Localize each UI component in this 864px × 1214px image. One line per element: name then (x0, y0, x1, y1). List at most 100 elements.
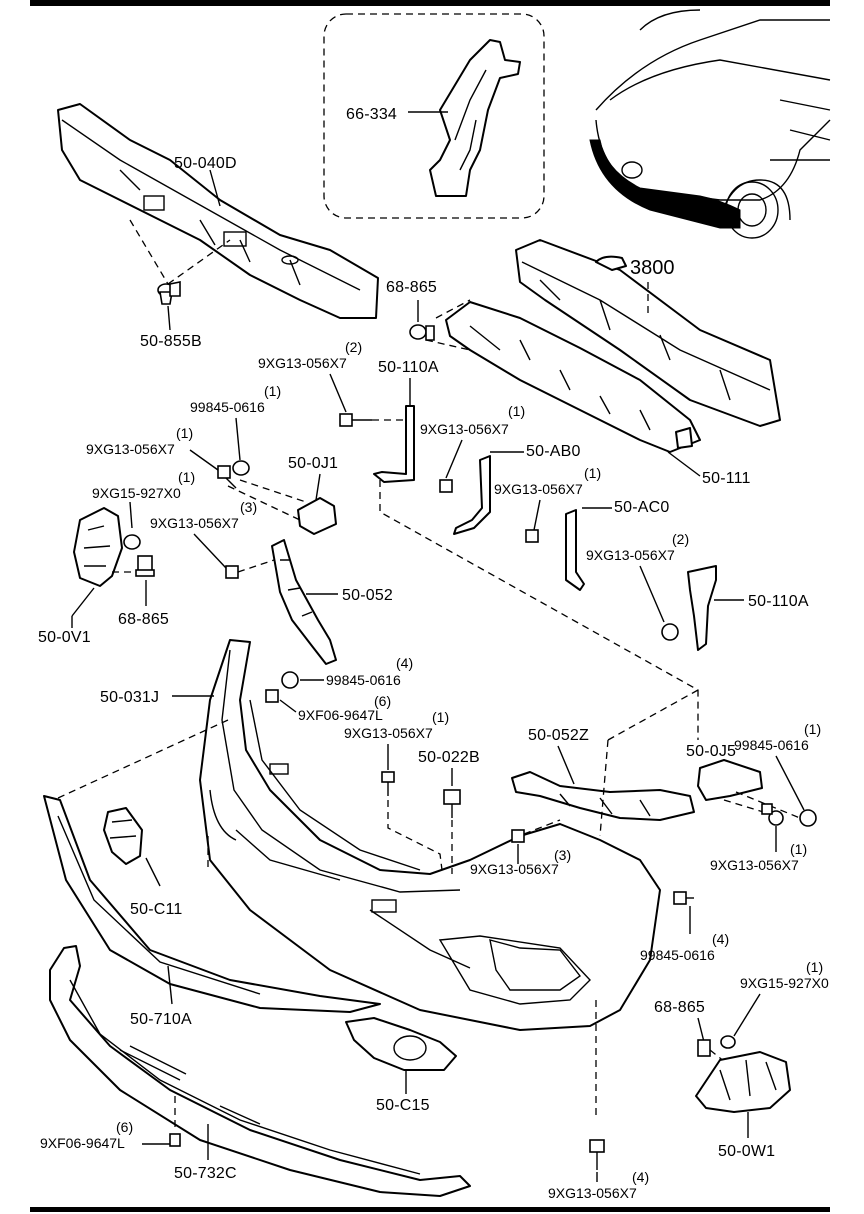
nut-99845-b: (4) 99845-0616 (281, 655, 413, 689)
qty-9XG13-e: (1) (584, 465, 601, 481)
bolt-9XG13-e: (1) 9XG13-056X7 (494, 465, 601, 543)
qty-9XG13-a: (2) (345, 339, 362, 355)
label-9XG13-c: 9XG13-056X7 (150, 515, 239, 531)
label-9XG13-j: 9XG13-056X7 (548, 1185, 637, 1201)
qty-9XG13-h: (1) (790, 841, 807, 857)
qty-9XG13-f: (2) (672, 531, 689, 547)
clip-68-865-right: 68-865 (654, 999, 731, 1067)
bolt-9XG13-a: (2) 9XG13-056X7 (258, 339, 410, 427)
label-3800: 3800 (630, 257, 675, 279)
label-50-040D: 50-040D (174, 155, 237, 172)
label-68-865-top: 68-865 (386, 279, 437, 296)
bracket-50-AC0: 50-AC0 (565, 499, 669, 591)
clip-9XG15-b: (1) 9XG15-927X0 (720, 959, 829, 1049)
qty-9XG13-g: (1) (432, 709, 449, 725)
label-50-022B: 50-022B (418, 749, 480, 766)
label-50-052: 50-052 (342, 587, 393, 604)
qty-99845-d: (4) (712, 931, 729, 947)
label-9XF06-b: 9XF06-9647L (40, 1135, 125, 1151)
bolt-9XG13-f: (2) 9XG13-056X7 (586, 531, 689, 641)
qty-9XF06-a: (6) (374, 693, 391, 709)
bracket-50-052Z: 50-052Z (511, 727, 695, 821)
bracket-50-052: 50-052 (271, 539, 393, 665)
qty-9XF06-b: (6) (116, 1119, 133, 1135)
qty-9XG15-a: (1) (178, 469, 195, 485)
bolt-9XG13-c: (3) 9XG13-056X7 (150, 499, 275, 579)
bolt-9XG13-d: (1) 9XG13-056X7 (420, 403, 525, 493)
bracket-50-C11: 50-C11 (103, 807, 182, 918)
bolt-9XG13-b: (1) 9XG13-056X7 (86, 425, 237, 489)
spoiler-50-732C: 50-732C (49, 945, 471, 1197)
bolt-9XG13-j: (4) 9XG13-056X7 (548, 1139, 649, 1201)
label-9XF06-a: 9XF06-9647L (298, 707, 383, 723)
label-99845-c: 99845-0616 (734, 737, 809, 753)
absorber-50-040D: 50-040D (57, 103, 379, 319)
label-9XG13-b: 9XG13-056X7 (86, 441, 175, 457)
label-99845-d: 99845-0616 (640, 947, 715, 963)
clip-68-865-top: 68-865 (386, 279, 437, 341)
bracket-50-0W1: 50-0W1 (695, 1051, 791, 1160)
reinforcement-3800: 3800 (515, 239, 781, 427)
label-50-0V1: 50-0V1 (38, 629, 91, 646)
label-50-0W1: 50-0W1 (718, 1143, 775, 1160)
bracket-50-110A-right: 50-110A (687, 565, 809, 651)
qty-9XG13-d: (1) (508, 403, 525, 419)
label-50-111: 50-111 (702, 470, 751, 487)
label-68-865-right: 68-865 (654, 999, 705, 1016)
bracket-50-0J1: 50-0J1 (288, 455, 338, 535)
label-9XG15-b: 9XG15-927X0 (740, 975, 829, 991)
label-99845-b: 99845-0616 (326, 672, 401, 688)
car-thumbnail (589, 9, 831, 239)
label-66-334: 66-334 (346, 106, 397, 123)
qty-99845-c: (1) (804, 721, 821, 737)
bolt-9XG13-g: (1) 9XG13-056X7 (344, 709, 449, 871)
pin-50-022B: 50-022B (418, 749, 480, 874)
absorber-50-111: 50-111 (445, 301, 751, 487)
label-9XG13-e: 9XG13-056X7 (494, 481, 583, 497)
bolt-9XG13-i: (3) 9XG13-056X7 (470, 819, 571, 877)
label-50-710A: 50-710A (130, 1011, 192, 1028)
qty-9XG13-j: (4) (632, 1169, 649, 1185)
label-99845-a: 99845-0616 (190, 399, 265, 415)
label-50-AB0: 50-AB0 (526, 443, 581, 460)
label-9XG13-g: 9XG13-056X7 (344, 725, 433, 741)
qty-99845-a: (1) (264, 383, 281, 399)
label-9XG13-a: 9XG13-056X7 (258, 355, 347, 371)
bracket-50-0V1: 50-0V1 (38, 507, 123, 646)
label-50-855B: 50-855B (140, 333, 202, 350)
screw-9XF06-a: (6) 9XF06-9647L (265, 689, 391, 723)
clip-9XG15-a: (1) 9XG15-927X0 (92, 469, 195, 550)
nut-99845-c: (1) 99845-0616 (734, 721, 821, 827)
qty-9XG13-c: (3) (240, 499, 257, 515)
label-50-052Z: 50-052Z (528, 727, 589, 744)
bracket-50-AB0: 50-AB0 (453, 443, 581, 535)
qty-99845-b: (4) (396, 655, 413, 671)
label-9XG13-f: 9XG13-056X7 (586, 547, 675, 563)
label-50-0J5: 50-0J5 (686, 743, 736, 760)
nut-99845-d: (4) 99845-0616 (640, 891, 729, 963)
bracket-66-334-shape (429, 39, 521, 197)
bracket-50-0J5: 50-0J5 (686, 743, 801, 819)
label-50-110A-top: 50-110A (378, 359, 439, 376)
bottom-border (30, 1207, 830, 1212)
nut-99845-a: (1) 99845-0616 (190, 383, 281, 476)
label-68-865-left: 68-865 (118, 611, 169, 628)
bolt-9XG13-h: (1) 9XG13-056X7 (710, 803, 807, 873)
bracket-50-110A-top: 50-110A (373, 359, 439, 483)
spoiler-50-710A: 50-710A (43, 795, 381, 1028)
label-50-0J1: 50-0J1 (288, 455, 338, 472)
qty-9XG15-b: (1) (806, 959, 823, 975)
label-9XG13-d: 9XG13-056X7 (420, 421, 509, 437)
label-50-732C: 50-732C (174, 1165, 237, 1182)
cover-50-C15: 50-C15 (345, 1017, 457, 1114)
clip-68-865-left: 68-865 (112, 555, 169, 628)
label-50-031J: 50-031J (100, 689, 159, 706)
qty-9XG13-i: (3) (554, 847, 571, 863)
label-50-110A-right: 50-110A (748, 593, 809, 610)
screw-9XF06-b: (6) 9XF06-9647L (40, 1096, 181, 1151)
label-50-AC0: 50-AC0 (614, 499, 669, 516)
label-9XG13-i: 9XG13-056X7 (470, 861, 559, 877)
bumper-50-031J: 50-031J (100, 639, 661, 1031)
top-border (30, 0, 830, 6)
